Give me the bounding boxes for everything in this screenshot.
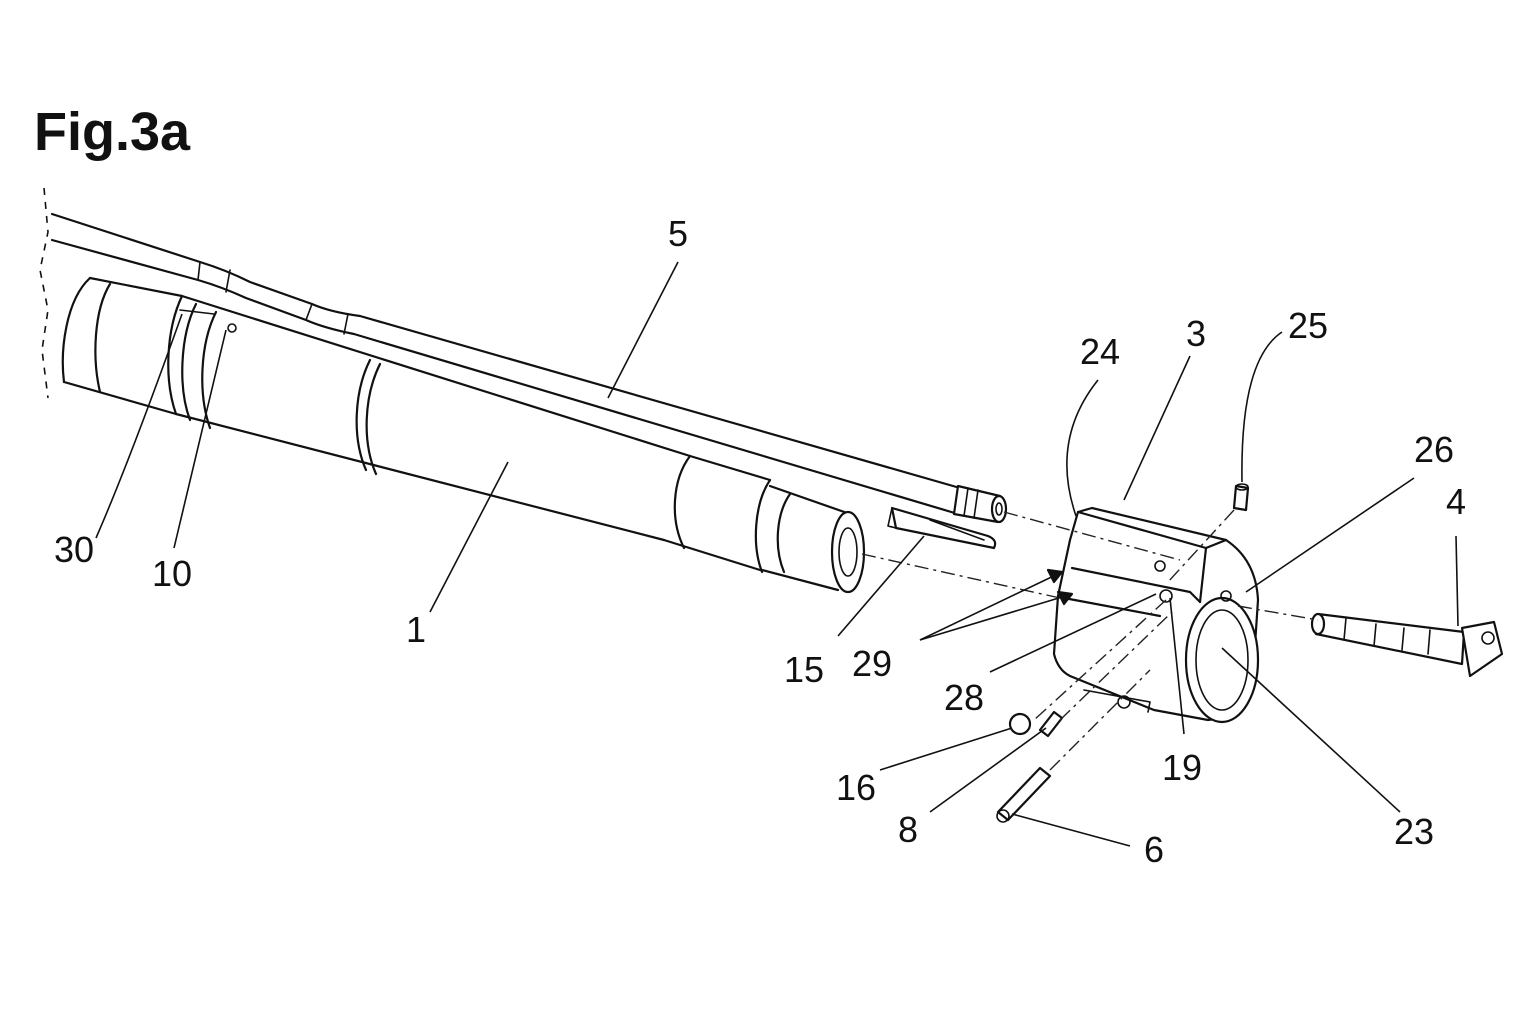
slotted-plate — [887, 506, 997, 550]
callout-6: 6 — [1144, 829, 1164, 870]
callout-15: 15 — [784, 649, 824, 690]
callout-19: 19 — [1162, 747, 1202, 788]
break-line — [39, 187, 49, 399]
callout-16: 16 — [836, 767, 876, 808]
callout-4: 4 — [1446, 481, 1466, 522]
callout-30: 30 — [54, 529, 94, 570]
callout-1: 1 — [406, 609, 426, 650]
pin-6 — [996, 766, 1052, 823]
adjustment-valve — [1310, 612, 1504, 678]
leader-lines — [95, 261, 1459, 847]
callout-28: 28 — [944, 677, 984, 718]
callout-24: 24 — [1080, 331, 1120, 372]
callout-23: 23 — [1394, 811, 1434, 852]
pin-8 — [1038, 710, 1064, 738]
pin-25 — [1232, 483, 1250, 512]
callout-29: 29 — [852, 643, 892, 684]
callout-25: 25 — [1288, 305, 1328, 346]
pin-16 — [1008, 712, 1032, 736]
figure-title: Fig.3a — [34, 102, 191, 162]
callout-8: 8 — [898, 809, 918, 850]
callout-labels: 5 24 3 25 26 4 30 10 1 15 29 28 19 16 8 … — [54, 213, 1466, 870]
gas-block — [1052, 506, 1260, 724]
assembly-axes — [861, 509, 1319, 771]
callout-10: 10 — [152, 553, 192, 594]
callout-3: 3 — [1186, 313, 1206, 354]
gas-tube — [50, 212, 1008, 524]
callout-5: 5 — [668, 213, 688, 254]
barrel — [61, 276, 866, 594]
callout-26: 26 — [1414, 429, 1454, 470]
